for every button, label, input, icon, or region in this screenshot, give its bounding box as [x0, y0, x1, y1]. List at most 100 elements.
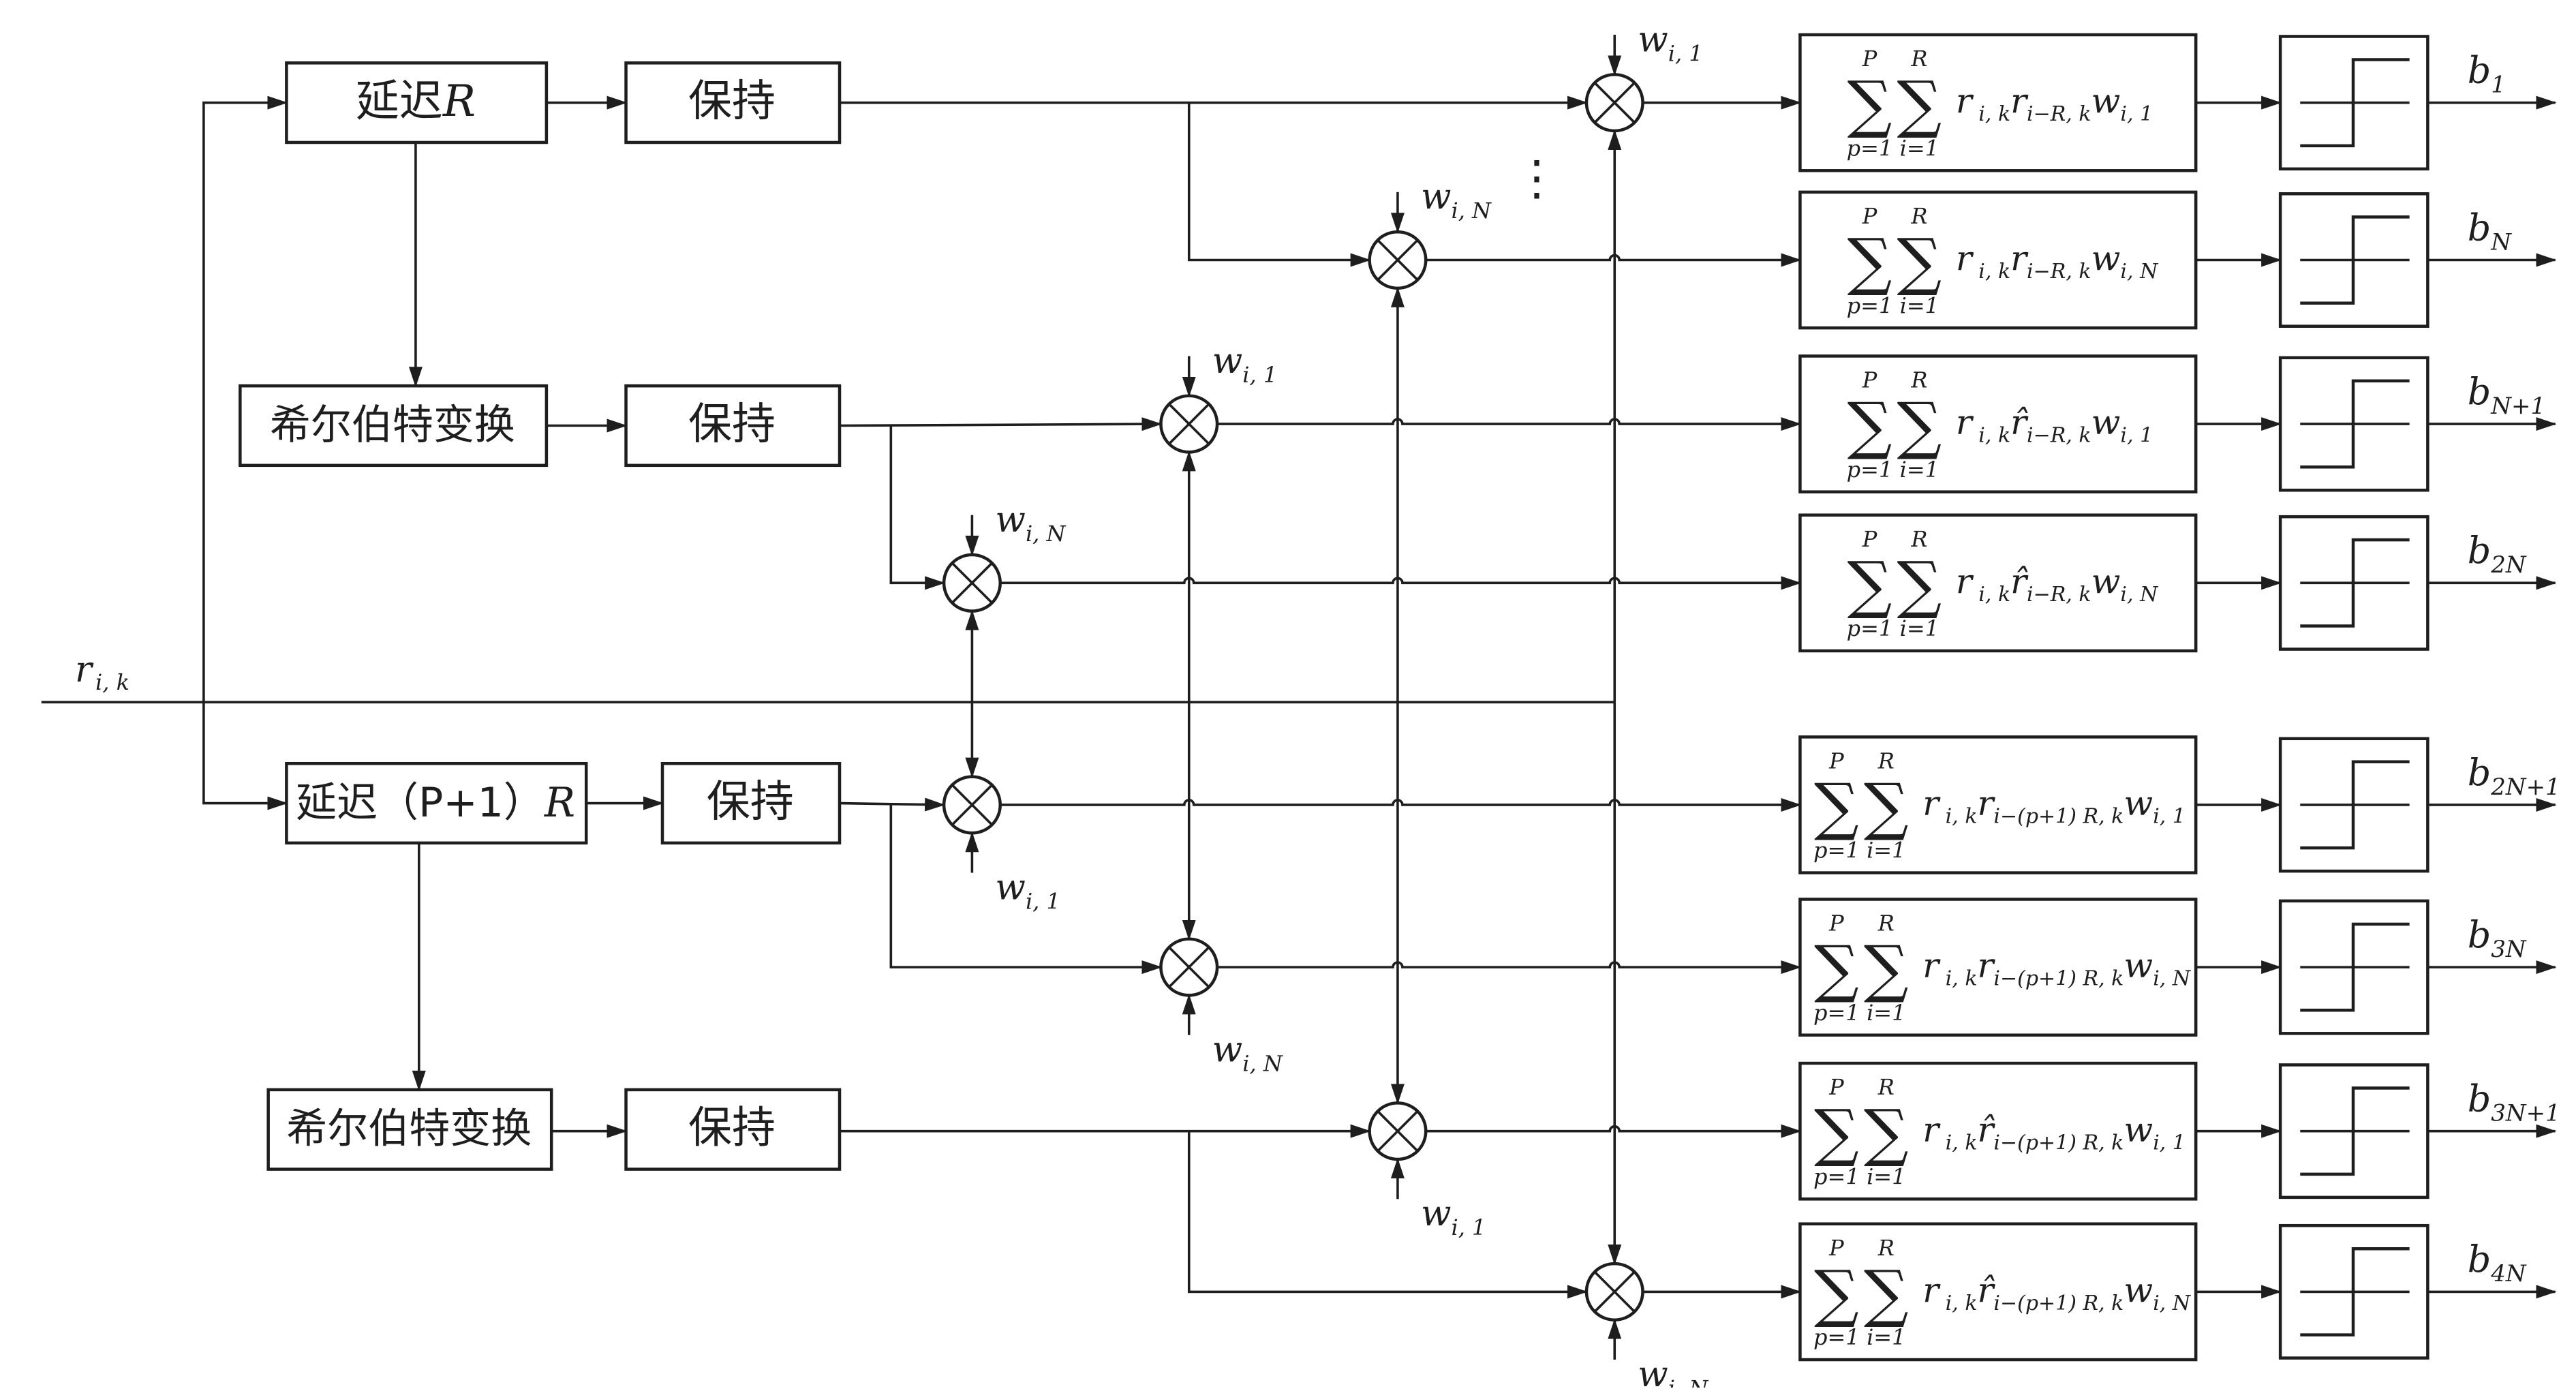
delay-r-block: [285, 61, 549, 144]
output-label-3: bN+1: [2468, 370, 2545, 420]
sigma-1: ∑: [1847, 68, 1892, 141]
svg-text:i=1: i=1: [1867, 1000, 1905, 1026]
svg-text:p=1: p=1: [1847, 135, 1893, 161]
sum-block-5: ∑Pp=1∑Ri=1r i, kri−(p+1) R, kwi, 1: [1798, 735, 2198, 874]
hold4-to-mul-b4n: [1187, 1131, 1588, 1299]
svg-text:R: R: [1910, 46, 1927, 72]
hold2-to-mul-bn1: [840, 417, 1163, 431]
svg-text:p=1: p=1: [1847, 292, 1893, 318]
sum-block-6: ∑Pp=1∑Ri=1r i, kri−(p+1) R, kwi, N: [1798, 898, 2198, 1037]
sum-expression-6: r i, kri−(p+1) R, kwi, N: [1922, 946, 2192, 991]
signal-wires: [41, 35, 2557, 1360]
delay-pr-block: [285, 761, 588, 845]
sum-expression-2: r i, kri−R, kwi, N: [1956, 239, 2159, 284]
svg-text:i=1: i=1: [1900, 615, 1939, 641]
hold-block-2: [624, 384, 842, 468]
svg-text:i=1: i=1: [1867, 1324, 1905, 1350]
svg-text:i=1: i=1: [1867, 1163, 1905, 1189]
multiplier-6: [1159, 937, 1219, 997]
output-label-4: b2N: [2468, 529, 2527, 579]
sigma-2: ∑: [1864, 932, 1909, 1005]
sigma-2: ∑: [1897, 68, 1942, 141]
sigma-1: ∑: [1847, 226, 1892, 299]
hold-block-1: [624, 61, 842, 144]
weight-label-7: wi, 1: [1421, 1193, 1486, 1240]
multiplier-4: [942, 553, 1002, 613]
sum-block-1: ∑Pp=1∑Ri=1r i, kri−R, kwi, 1: [1798, 33, 2198, 172]
svg-text:i=1: i=1: [1867, 838, 1905, 863]
svg-text:p=1: p=1: [1813, 838, 1860, 863]
hold-label-4: 保持: [688, 1103, 776, 1154]
decision-block-8: [2278, 1223, 2429, 1360]
hold-label-3: 保持: [707, 777, 794, 827]
sum-expression-3: r i, kr̂i−R, kwi, 1: [1956, 403, 2153, 448]
mul-to-sum-2: [1426, 253, 1802, 267]
hold-block-4: [624, 1088, 842, 1171]
input-to-delay-pr: [202, 702, 288, 810]
svg-text:R: R: [1877, 748, 1895, 774]
sum-block-3: ∑Pp=1∑Ri=1r i, kr̂i−R, kwi, 1: [1798, 354, 2198, 493]
svg-text:p=1: p=1: [1813, 1000, 1860, 1026]
sum-block-2: ∑Pp=1∑Ri=1r i, kri−R, kwi, N: [1798, 190, 2198, 330]
mul-to-sum-3: [1217, 417, 1802, 431]
svg-text:r: r: [75, 649, 94, 690]
sum-block-7: ∑Pp=1∑Ri=1r i, kr̂i−(p+1) R, kwi, 1: [1798, 1061, 2198, 1201]
svg-text:p=1: p=1: [1813, 1324, 1860, 1350]
input-to-delay-r: [202, 95, 288, 703]
sigma-2: ∑: [1864, 1097, 1909, 1170]
sum-block-8: ∑Pp=1∑Ri=1r i, kr̂i−(p+1) R, kwi, N: [1798, 1222, 2198, 1362]
hold-block-3: [660, 761, 842, 845]
multiplier-7: [1368, 1101, 1428, 1161]
ellipsis-marker: ⋮: [1513, 150, 1561, 206]
svg-text:p=1: p=1: [1847, 615, 1893, 641]
hilbert-block-2: [266, 1088, 553, 1171]
svg-text:P: P: [1828, 1074, 1844, 1100]
multiplier-3: [1159, 394, 1219, 454]
svg-text:p=1: p=1: [1813, 1163, 1860, 1189]
multiplier-1: [1584, 73, 1644, 133]
hold3-to-mul-b3n: [889, 803, 1163, 975]
sigma-1: ∑: [1814, 932, 1859, 1005]
svg-text:i=1: i=1: [1900, 457, 1939, 483]
decision-block-2: [2278, 192, 2429, 328]
output-label-8: b4N: [2468, 1238, 2527, 1287]
sigma-1: ∑: [1814, 1097, 1859, 1170]
decision-block-4: [2278, 515, 2429, 651]
sum-expression-7: r i, kr̂i−(p+1) R, kwi, 1: [1922, 1110, 2186, 1155]
hold2-to-mul-b2n: [889, 425, 946, 590]
decision-block-1: [2278, 35, 2429, 171]
sigma-1: ∑: [1814, 1257, 1859, 1330]
hilbert-label-2: 希尔伯特变换: [286, 1105, 532, 1153]
weight-label-6: wi, N: [1212, 1030, 1283, 1077]
sum-expression-8: r i, kr̂i−(p+1) R, kwi, N: [1922, 1270, 2192, 1315]
svg-text:p=1: p=1: [1847, 457, 1893, 483]
hold-label-2: 保持: [688, 399, 776, 450]
output-label-6: b3N: [2468, 913, 2527, 963]
svg-text:P: P: [1862, 367, 1877, 393]
multiplier-2: [1368, 230, 1428, 290]
svg-text:P: P: [1862, 46, 1877, 72]
sigma-2: ∑: [1897, 548, 1942, 621]
sum-expression-5: r i, kri−(p+1) R, kwi, 1: [1922, 784, 2186, 829]
svg-text:R: R: [1910, 526, 1927, 552]
sigma-1: ∑: [1847, 389, 1892, 462]
svg-text:P: P: [1828, 748, 1844, 774]
multiplier-5: [942, 775, 1002, 835]
output-label-2: bN: [2468, 206, 2513, 256]
mul-to-sum-5: [1000, 797, 1802, 812]
output-label-5: b2N+1: [2468, 751, 2560, 801]
hold-label-1: 保持: [688, 76, 776, 127]
weight-label-3: wi, 1: [1212, 341, 1277, 388]
output-label-1: b1: [2468, 49, 2506, 99]
sigma-2: ∑: [1897, 226, 1942, 299]
decision-block-3: [2278, 356, 2429, 492]
sigma-1: ∑: [1814, 770, 1859, 843]
svg-text:R: R: [1877, 911, 1895, 936]
hilbert-label-1: 希尔伯特变换: [270, 401, 515, 449]
svg-text:R: R: [1910, 203, 1927, 229]
sigma-2: ∑: [1864, 770, 1909, 843]
svg-text:R: R: [1910, 367, 1927, 393]
mul-to-sum-6: [1217, 960, 1802, 975]
svg-text:R: R: [1877, 1235, 1895, 1261]
